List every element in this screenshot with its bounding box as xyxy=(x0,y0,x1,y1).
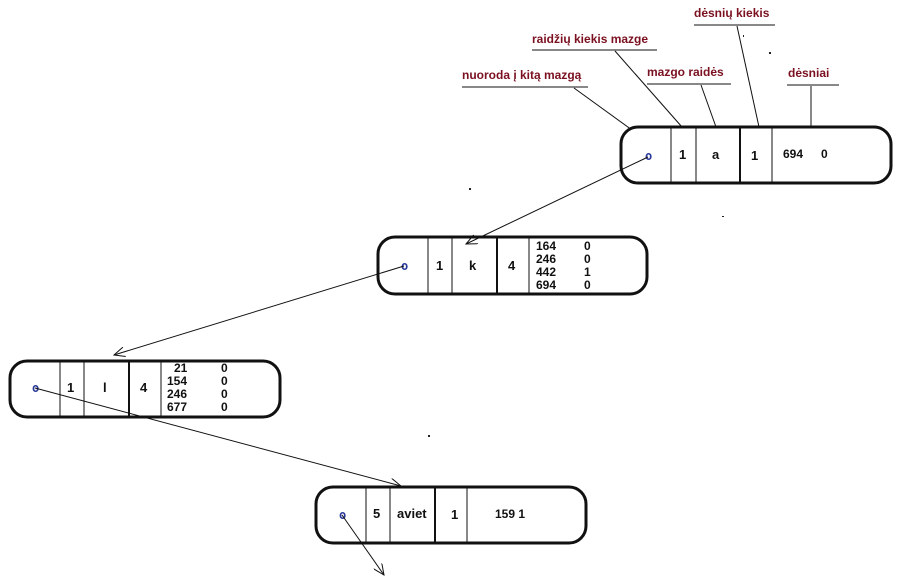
node-3-letters: l xyxy=(103,380,107,395)
node-3: o 1 l 4 21 0 154 0 246 0 677 0 xyxy=(8,359,282,419)
field-labels: nuoroda į kitą mazgą raidžių kiekis mazg… xyxy=(462,6,839,88)
leader-letter-count xyxy=(614,50,683,128)
node-2-box xyxy=(376,235,649,296)
node-1-count: 1 xyxy=(679,147,686,162)
node-3-rule-2-flag: 0 xyxy=(221,374,228,388)
node-3-rule-3-flag: 0 xyxy=(221,387,228,401)
leader-lines xyxy=(573,25,812,131)
leader-rule-count xyxy=(736,25,760,128)
node-3-rule-1-value: 21 xyxy=(174,361,188,375)
node-2-letters: k xyxy=(469,258,477,273)
label-letters: mazgo raidės xyxy=(647,65,724,79)
node-2-rule-1-flag: 0 xyxy=(584,239,591,253)
node-3-rule-3-value: 246 xyxy=(167,387,187,401)
node-2-rule-1-value: 164 xyxy=(536,239,556,253)
node-1-letters: a xyxy=(712,147,720,162)
node-1-pointer: o xyxy=(645,149,652,163)
node-3-count: 1 xyxy=(67,380,74,395)
arrow-node2-to-node3 xyxy=(114,265,405,355)
node-3-rule-count: 4 xyxy=(140,380,148,395)
node-1-box xyxy=(619,125,893,185)
node-4-letters: aviet xyxy=(397,506,427,521)
leader-pointer xyxy=(573,87,633,131)
node-3-rule-4-flag: 0 xyxy=(221,400,228,414)
node-2-rule-count: 4 xyxy=(508,258,516,273)
node-4-rule-count: 1 xyxy=(451,507,458,522)
node-1-rule-count: 1 xyxy=(751,148,758,163)
arrow-node3-to-node4 xyxy=(34,387,401,486)
node-2-rule-2-flag: 0 xyxy=(584,252,591,266)
label-letter-count: raidžių kiekis mazge xyxy=(532,32,648,46)
arrow-node4-next xyxy=(341,514,384,575)
node-2-rule-3-flag: 1 xyxy=(584,265,591,279)
node-2-rule-4-value: 694 xyxy=(536,278,556,292)
node-2-rule-3-value: 442 xyxy=(536,265,556,279)
label-rule-count: dėsnių kiekis xyxy=(694,6,770,20)
node-1: o 1 a 1 694 0 xyxy=(619,125,893,185)
node-2-rule-4-flag: 0 xyxy=(584,278,591,292)
node-3-rule-1-flag: 0 xyxy=(221,361,228,375)
label-rules: dėsniai xyxy=(788,66,829,80)
node-3-rule-4-value: 677 xyxy=(167,400,187,414)
node-4-count: 5 xyxy=(373,506,380,521)
node-2-count: 1 xyxy=(436,258,443,273)
leader-letters xyxy=(700,84,717,128)
node-2: o 1 k 4 164 0 246 0 442 1 694 0 xyxy=(376,235,649,296)
node-1-rule-1-flag: 0 xyxy=(821,147,828,161)
node-4-pointer: o xyxy=(339,508,346,522)
pointer-arrows xyxy=(34,156,649,575)
node-4: o 5 aviet 1 159 1 xyxy=(314,485,588,545)
node-4-rules: 159 1 xyxy=(495,507,525,521)
node-1-rule-1-value: 694 xyxy=(783,147,803,161)
node-3-rule-2-value: 154 xyxy=(167,374,187,388)
node-2-pointer: o xyxy=(401,259,408,273)
label-pointer: nuoroda į kitą mazgą xyxy=(462,68,582,82)
stray-marks xyxy=(428,35,771,437)
node-4-box xyxy=(314,485,588,545)
arrow-node1-to-node2 xyxy=(466,156,649,244)
node-2-rule-2-value: 246 xyxy=(536,252,556,266)
